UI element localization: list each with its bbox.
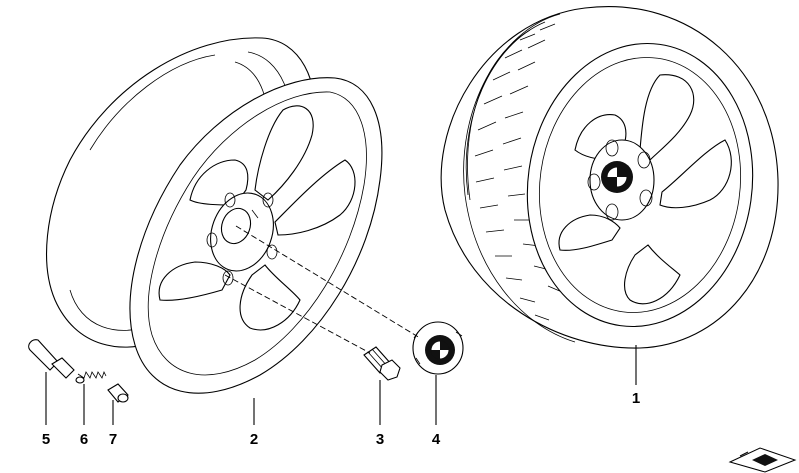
callout-2: 2	[250, 431, 258, 448]
valve-body-drawing	[28, 339, 75, 379]
tyre-tread-pattern	[474, 23, 563, 321]
assembly-guide-lines	[224, 225, 421, 354]
callout-leaders	[45, 345, 637, 425]
hub-cap-drawing	[412, 321, 464, 375]
wheel-with-tyre-drawing	[440, 6, 779, 349]
callout-5: 5	[42, 431, 50, 448]
wheel-center-emblem	[601, 161, 633, 193]
callout-4: 4	[432, 431, 441, 448]
callout-3: 3	[376, 431, 384, 448]
catalog-corner-badge-icon	[728, 447, 797, 473]
valve-cap-drawing	[107, 383, 129, 403]
wheel-bolt-drawing	[363, 346, 401, 381]
callout-6: 6	[80, 431, 88, 448]
rim-drawing	[46, 37, 383, 394]
valve-insert-drawing	[75, 370, 107, 384]
callout-7: 7	[109, 431, 117, 448]
rim-spokes	[158, 105, 356, 331]
callout-1: 1	[632, 390, 640, 407]
